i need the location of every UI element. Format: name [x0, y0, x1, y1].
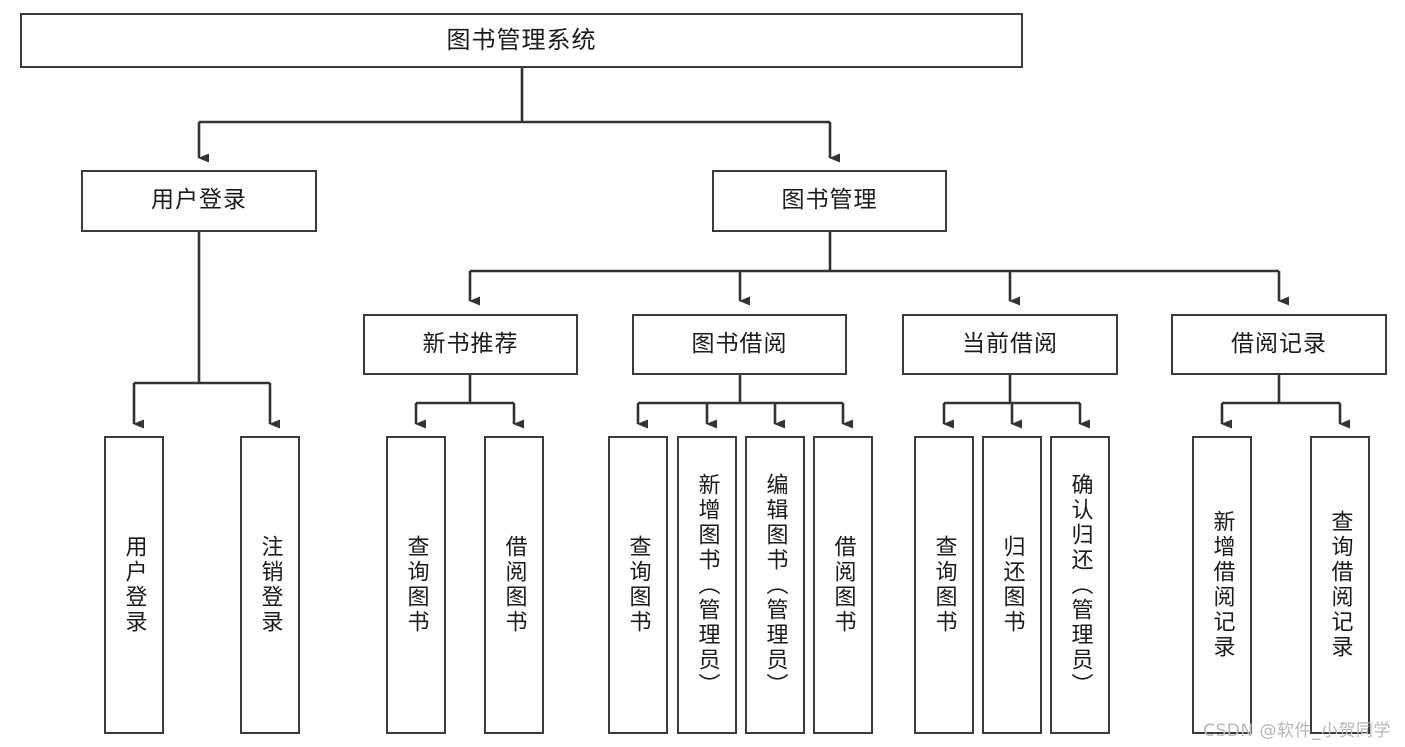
csdn-watermark: CSDN @软件_小贺同学: [1203, 721, 1391, 741]
node-book-borrowing-label: 图书借阅: [691, 330, 788, 357]
leaf-add-book-admin-label: 新增图书（管理员）: [694, 472, 720, 698]
node-current-borrowing[interactable]: 当前借阅: [902, 314, 1118, 375]
leaf-edit-book-admin[interactable]: 编辑图书（管理员）: [745, 436, 805, 734]
leaf-query-borrowing-record[interactable]: 查询借阅记录: [1310, 436, 1370, 734]
leaf-borrow-book-new-rec[interactable]: 借阅图书: [484, 436, 544, 734]
leaf-query-borrowing-record-label: 查询借阅记录: [1327, 510, 1353, 660]
leaf-confirm-return-admin-label: 确认归还（管理员）: [1067, 472, 1093, 698]
node-user-login-label: 用户登录: [151, 187, 247, 214]
node-root-book-management-system[interactable]: 图书管理系统: [20, 13, 1023, 68]
leaf-user-login-label: 用户登录: [121, 535, 147, 635]
node-new-book-recommendation[interactable]: 新书推荐: [363, 314, 578, 375]
leaf-borrow-book-borrowing-label: 借阅图书: [830, 535, 856, 635]
leaf-logout-login[interactable]: 注销登录: [240, 436, 300, 734]
leaf-return-book[interactable]: 归还图书: [982, 436, 1042, 734]
leaf-confirm-return-admin[interactable]: 确认归还（管理员）: [1050, 436, 1110, 734]
node-book-management-label: 图书管理: [781, 187, 878, 214]
node-root-label: 图书管理系统: [446, 26, 597, 55]
node-borrowing-record-label: 借阅记录: [1231, 330, 1327, 357]
node-current-borrowing-label: 当前借阅: [962, 330, 1058, 357]
leaf-query-book-borrowing-label: 查询图书: [625, 535, 651, 635]
leaf-borrow-book-borrowing[interactable]: 借阅图书: [813, 436, 873, 734]
leaf-edit-book-admin-label: 编辑图书（管理员）: [762, 472, 788, 698]
node-new-book-recommendation-label: 新书推荐: [422, 330, 519, 357]
node-book-management[interactable]: 图书管理: [712, 170, 947, 232]
leaf-query-book-borrowing[interactable]: 查询图书: [608, 436, 668, 734]
leaf-query-book-new-rec-label: 查询图书: [403, 535, 429, 635]
leaf-add-borrowing-record-label: 新增借阅记录: [1209, 510, 1235, 660]
leaf-logout-login-label: 注销登录: [257, 535, 283, 635]
leaf-user-login[interactable]: 用户登录: [104, 436, 164, 734]
node-book-borrowing[interactable]: 图书借阅: [632, 314, 847, 375]
leaf-query-book-current-label: 查询图书: [931, 535, 957, 635]
leaf-query-book-current[interactable]: 查询图书: [914, 436, 974, 734]
leaf-add-book-admin[interactable]: 新增图书（管理员）: [677, 436, 737, 734]
leaf-query-book-new-rec[interactable]: 查询图书: [386, 436, 446, 734]
leaf-return-book-label: 归还图书: [999, 535, 1025, 635]
leaf-borrow-book-new-rec-label: 借阅图书: [501, 535, 527, 635]
node-user-login[interactable]: 用户登录: [81, 170, 317, 232]
node-borrowing-record[interactable]: 借阅记录: [1171, 314, 1387, 375]
leaf-add-borrowing-record[interactable]: 新增借阅记录: [1192, 436, 1252, 734]
